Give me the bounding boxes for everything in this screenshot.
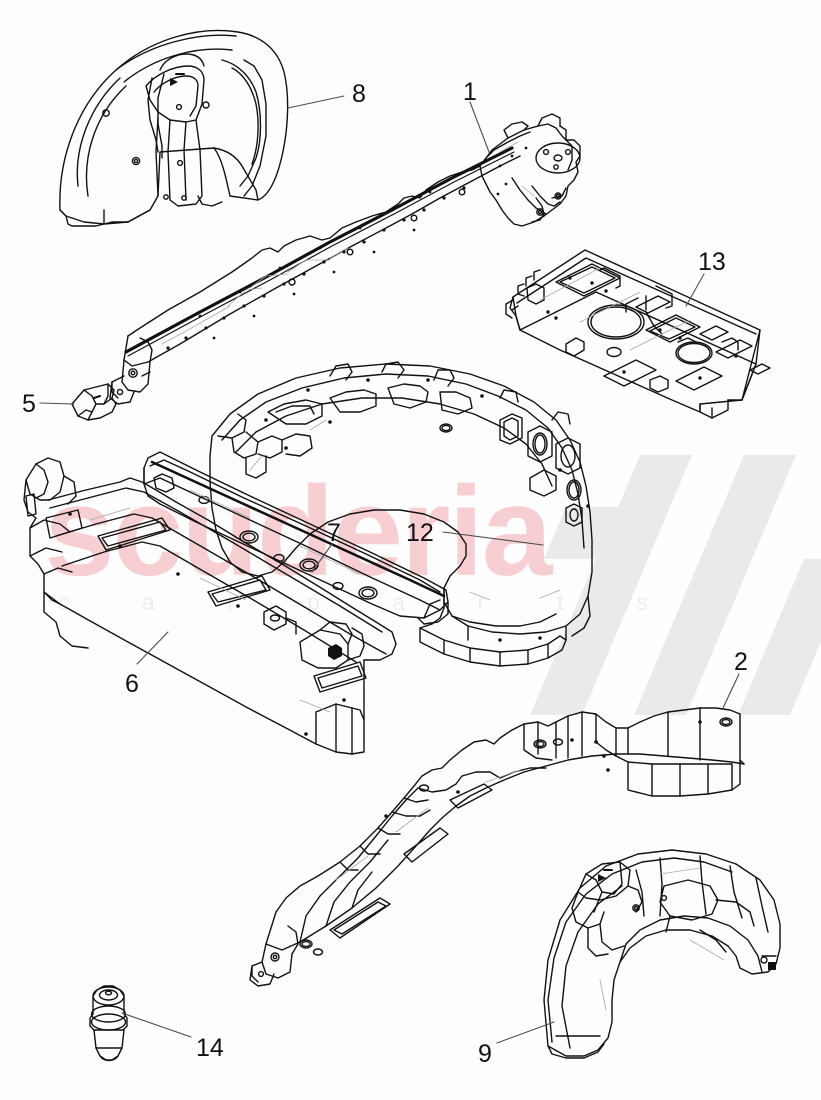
callout-number-2: 2 — [734, 648, 748, 676]
callout-number-13: 13 — [698, 248, 726, 276]
leader-2 — [722, 673, 740, 709]
part-5-mounting-bracket — [71, 383, 117, 421]
callout-number-5: 5 — [22, 390, 36, 418]
callout-number-12: 12 — [406, 519, 434, 547]
leader-14 — [121, 1012, 192, 1038]
callout-number-6: 6 — [125, 670, 139, 698]
part-9-rear-wheel-housing-liner — [543, 849, 781, 1059]
part-6-bulkhead-crossmember — [23, 457, 397, 755]
leader-13 — [685, 273, 705, 307]
leader-8 — [287, 95, 345, 109]
leader-9 — [496, 1021, 555, 1044]
callout-number-14: 14 — [196, 1034, 224, 1062]
callout-number-7: 7 — [327, 519, 341, 547]
part-14-rubber-plug — [89, 985, 128, 1062]
part-2-rear-side-member — [249, 707, 745, 987]
leader-1 — [469, 101, 490, 153]
callout-number-8: 8 — [352, 80, 366, 108]
part-12-wheel-arch-inner-panel — [209, 361, 593, 667]
part-7-upper-closing-rail — [143, 451, 449, 625]
callout-number-9: 9 — [478, 1040, 492, 1068]
leader-5 — [39, 402, 75, 405]
leader-12 — [442, 531, 544, 546]
callout-number-1: 1 — [463, 78, 477, 106]
leader-6 — [136, 631, 169, 665]
callout-leader-lines — [39, 95, 740, 1044]
part-1-front-side-member — [109, 113, 581, 405]
leader-7 — [311, 543, 333, 573]
part-8-wheel-housing-liner — [59, 29, 289, 227]
part-13-floor-pan-panel — [505, 249, 771, 419]
